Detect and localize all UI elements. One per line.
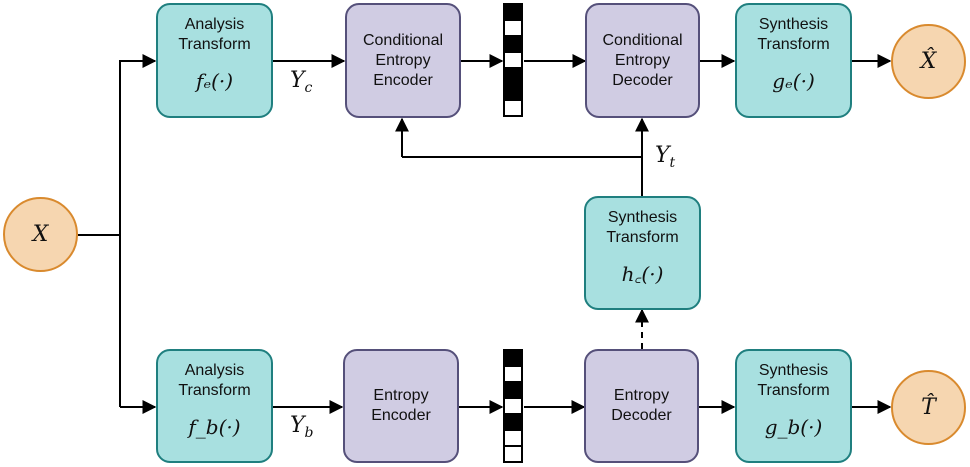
block-label-line1: Analysis <box>184 362 245 379</box>
block-label-line1: Entropy <box>373 387 429 404</box>
synthesis-transform-top: Synthesis Transform gₑ(·) <box>735 3 852 118</box>
signal-base: Y <box>655 143 670 168</box>
conditional-entropy-decoder: Conditional Entropy Decoder <box>585 3 700 118</box>
signal-sub: c <box>304 80 313 96</box>
bitstream-bottom <box>503 349 523 463</box>
block-label-line2: Entropy <box>614 51 671 69</box>
block-label-line2: Transform <box>606 229 679 246</box>
block-label-line3: Encoder <box>373 71 433 89</box>
block-function: fₑ(·) <box>195 69 234 93</box>
block-label-line2: Encoder <box>371 407 431 424</box>
synthesis-transform-bottom: Synthesis Transform g_b(·) <box>735 349 852 463</box>
signal-sub: b <box>304 425 314 441</box>
analysis-transform-bottom: Analysis Transform f_b(·) <box>156 349 273 463</box>
bitstream-top <box>503 3 523 117</box>
signal-label-yb: Yb <box>290 413 314 441</box>
conditional-entropy-encoder: Conditional Entropy Encoder <box>345 3 461 118</box>
signal-base: Y <box>290 68 305 93</box>
block-label-line1: Conditional <box>362 31 444 49</box>
block-label-line2: Decoder <box>611 407 672 424</box>
synthesis-transform-mid: Synthesis Transform h꜀(·) <box>584 196 701 310</box>
block-function: g_b(·) <box>764 415 823 439</box>
block-function: gₑ(·) <box>772 69 815 93</box>
block-label-line1: Synthesis <box>758 362 829 379</box>
entropy-encoder: Entropy Encoder <box>343 349 459 463</box>
signal-sub: t <box>669 155 676 171</box>
output-node-top: X̂ <box>891 24 966 99</box>
block-label-line1: Entropy <box>613 387 670 404</box>
signal-label-yc: Yc <box>290 68 312 96</box>
analysis-transform-top: Analysis Transform fₑ(·) <box>156 3 273 118</box>
block-function: f_b(·) <box>188 415 241 439</box>
signal-label-yt: Yt <box>655 143 675 171</box>
input-node: X <box>3 197 78 272</box>
block-label-line1: Conditional <box>602 31 683 49</box>
block-label-line2: Entropy <box>375 51 431 69</box>
block-label-line1: Synthesis <box>607 209 678 226</box>
block-label-line2: Transform <box>178 36 251 53</box>
entropy-decoder: Entropy Decoder <box>584 349 699 463</box>
block-label-line2: Transform <box>178 382 251 399</box>
block-label-line2: Transform <box>757 36 830 53</box>
block-label-line1: Synthesis <box>758 16 829 33</box>
block-label-line1: Analysis <box>184 16 245 33</box>
block-label-line2: Transform <box>757 382 830 399</box>
signal-base: Y <box>290 413 305 438</box>
block-function: h꜀(·) <box>621 262 664 286</box>
block-label-line3: Decoder <box>612 71 673 89</box>
output-node-bottom: T̂ <box>891 370 966 445</box>
